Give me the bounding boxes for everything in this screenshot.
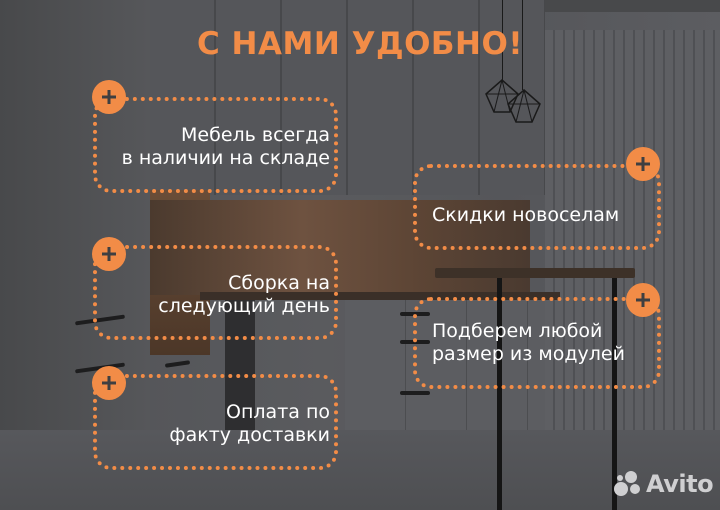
plus-icon — [92, 237, 126, 271]
page-title: С НАМИ УДОБНО! — [197, 26, 523, 62]
floor — [0, 430, 720, 510]
cabinet-handle — [400, 391, 430, 395]
callout-in-stock: Мебель всегда в наличии на складе — [122, 124, 330, 170]
callout-line: размер из модулей — [432, 343, 625, 365]
lamp-wire — [522, 0, 523, 90]
plus-icon — [626, 283, 660, 317]
avito-watermark: Avito — [614, 470, 714, 498]
lamp-wire — [502, 0, 503, 80]
callout-payment-frame — [93, 374, 338, 470]
callout-modules: Подберем любой размер из модулей — [432, 320, 625, 366]
callout-line: факту доставки — [169, 424, 330, 446]
callout-line: Подберем любой — [432, 320, 603, 342]
plus-icon — [92, 80, 126, 114]
plus-icon — [626, 147, 660, 181]
lower-cabinets — [345, 300, 545, 430]
cabinet-handle — [164, 360, 191, 368]
pendant-lamp-icon — [485, 79, 519, 113]
countertop — [200, 292, 560, 300]
plus-icon — [92, 366, 126, 400]
bar-leg — [497, 278, 502, 510]
callout-modules-frame — [413, 297, 661, 389]
avito-brand: Avito — [646, 470, 714, 498]
callout-assembly: Сборка на следующий день — [158, 272, 330, 318]
pendant-lamp-icon — [507, 89, 541, 123]
callout-line: в наличии на складе — [121, 147, 330, 169]
callout-discount-frame — [413, 164, 661, 250]
callout-assembly-frame — [93, 245, 338, 340]
bar-leg — [612, 278, 617, 510]
callout-line: Сборка на — [228, 272, 330, 294]
callout-line: Мебель всегда — [181, 124, 330, 146]
callout-in-stock-frame — [93, 97, 338, 193]
callout-line: следующий день — [158, 295, 330, 317]
avito-dots-icon — [614, 471, 642, 497]
callout-discount: Скидки новоселам — [432, 204, 619, 227]
slat-wall — [545, 30, 720, 430]
callout-payment: Оплата по факту доставки — [169, 401, 330, 447]
callout-line: Оплата по — [226, 401, 330, 423]
callout-line: Скидки новоселам — [432, 204, 620, 226]
bar-counter — [435, 268, 635, 278]
